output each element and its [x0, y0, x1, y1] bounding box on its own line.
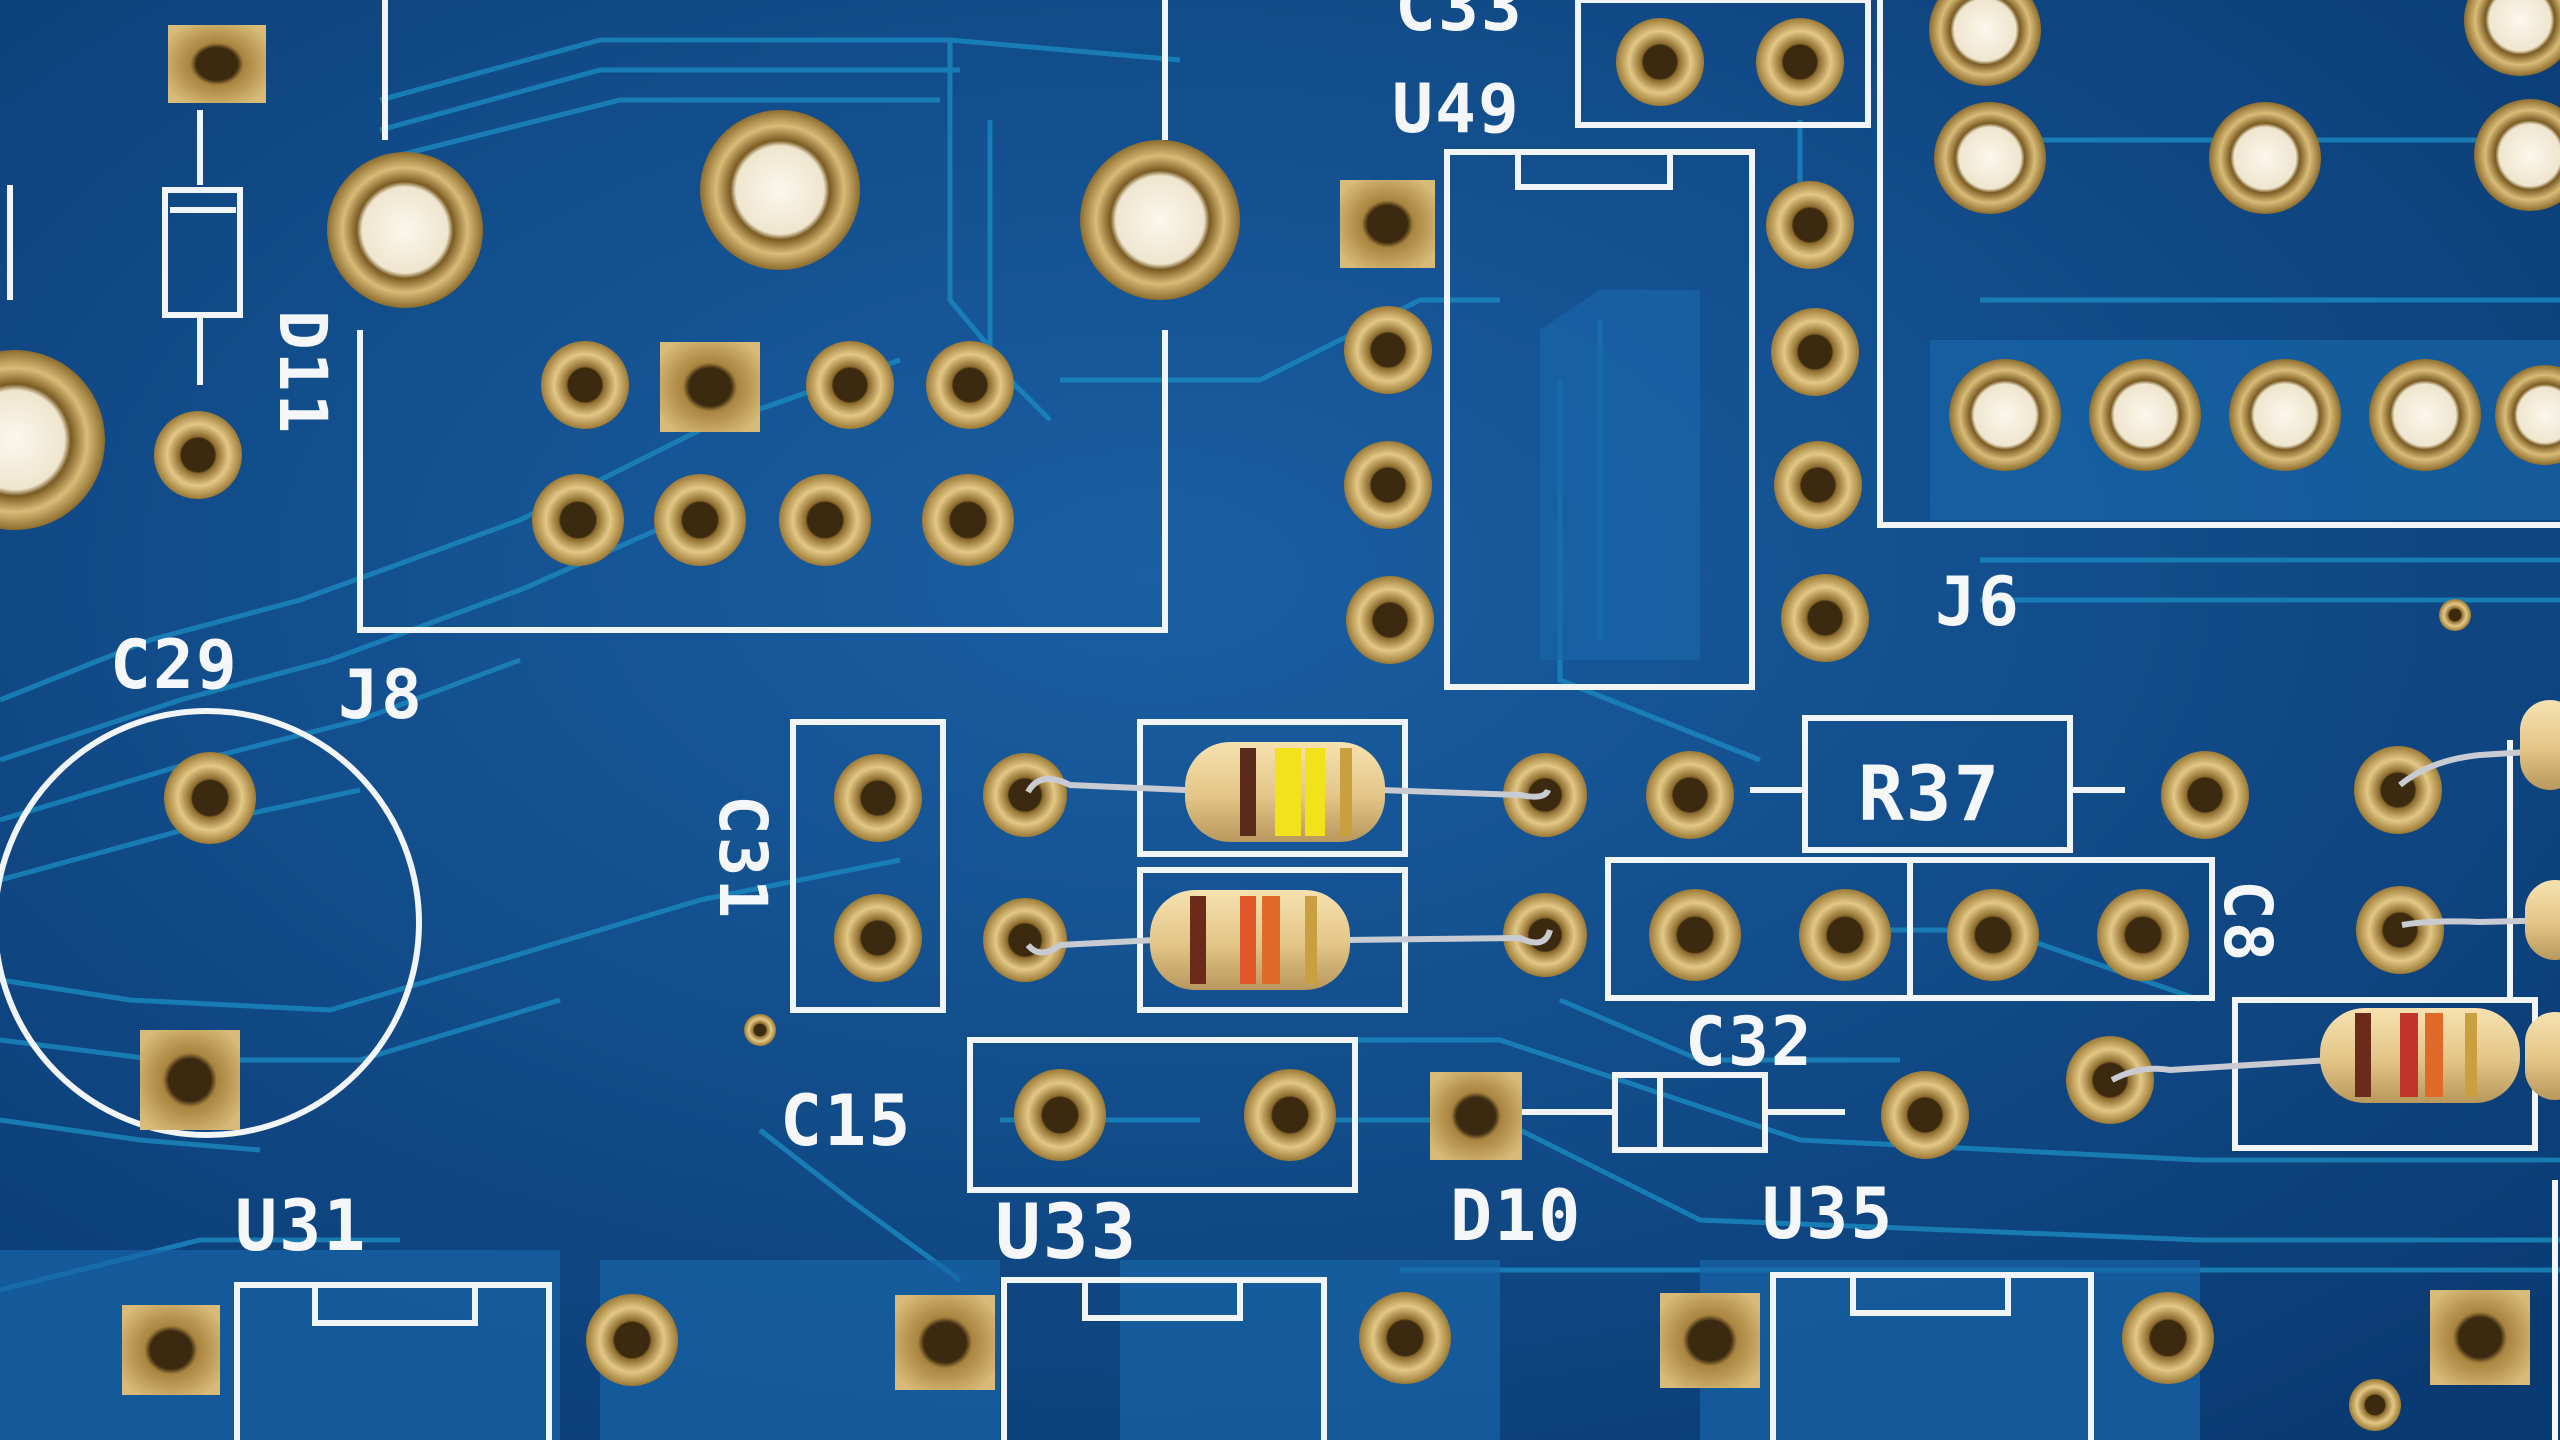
- resistor-right: [2110, 1008, 2520, 1103]
- label-d10: D10: [1450, 1175, 1582, 1257]
- resistor-color-band: [1305, 748, 1325, 836]
- label-r37: R37: [1858, 749, 2001, 838]
- label-j6: J6: [1935, 563, 2021, 642]
- resistor-color-band: [1275, 748, 1301, 836]
- resistor-color-band: [1262, 896, 1280, 984]
- through-hole-pads: [154, 0, 2560, 1431]
- label-c15: C15: [780, 1080, 912, 1162]
- resistor-color-band: [2465, 1013, 2477, 1097]
- label-u35: U35: [1762, 1173, 1894, 1255]
- label-c8: C8: [2209, 880, 2286, 963]
- silkscreen-labels: D11 C29 J8 C33 U49 J6 C31 R37 C32 C8 C15…: [110, 0, 2286, 1276]
- resistor-color-band: [2355, 1013, 2371, 1097]
- resistors: [1025, 700, 2560, 1103]
- label-c31: C31: [704, 795, 781, 920]
- resistor-color-band: [2400, 1013, 2418, 1097]
- resistor-color-band: [1305, 896, 1317, 984]
- resistor-upper: [1025, 742, 1551, 842]
- resistor-color-band: [1240, 896, 1256, 984]
- mounting-holes: [0, 110, 1240, 530]
- resistor-lower: [1025, 890, 1553, 990]
- resistor-color-band: [2425, 1013, 2443, 1097]
- resistor-color-band: [1240, 748, 1256, 836]
- label-d11: D11: [264, 310, 341, 435]
- label-c32: C32: [1685, 1003, 1814, 1082]
- resistor-color-band: [1190, 896, 1206, 984]
- label-c33: C33: [1395, 0, 1524, 47]
- label-u31: U31: [235, 1185, 367, 1267]
- label-c29: C29: [110, 626, 239, 705]
- resistor-color-band: [1340, 748, 1352, 836]
- square-pads: [122, 25, 2530, 1395]
- label-j8: J8: [338, 656, 424, 735]
- label-u49: U49: [1392, 70, 1521, 149]
- label-u33: U33: [995, 1187, 1138, 1276]
